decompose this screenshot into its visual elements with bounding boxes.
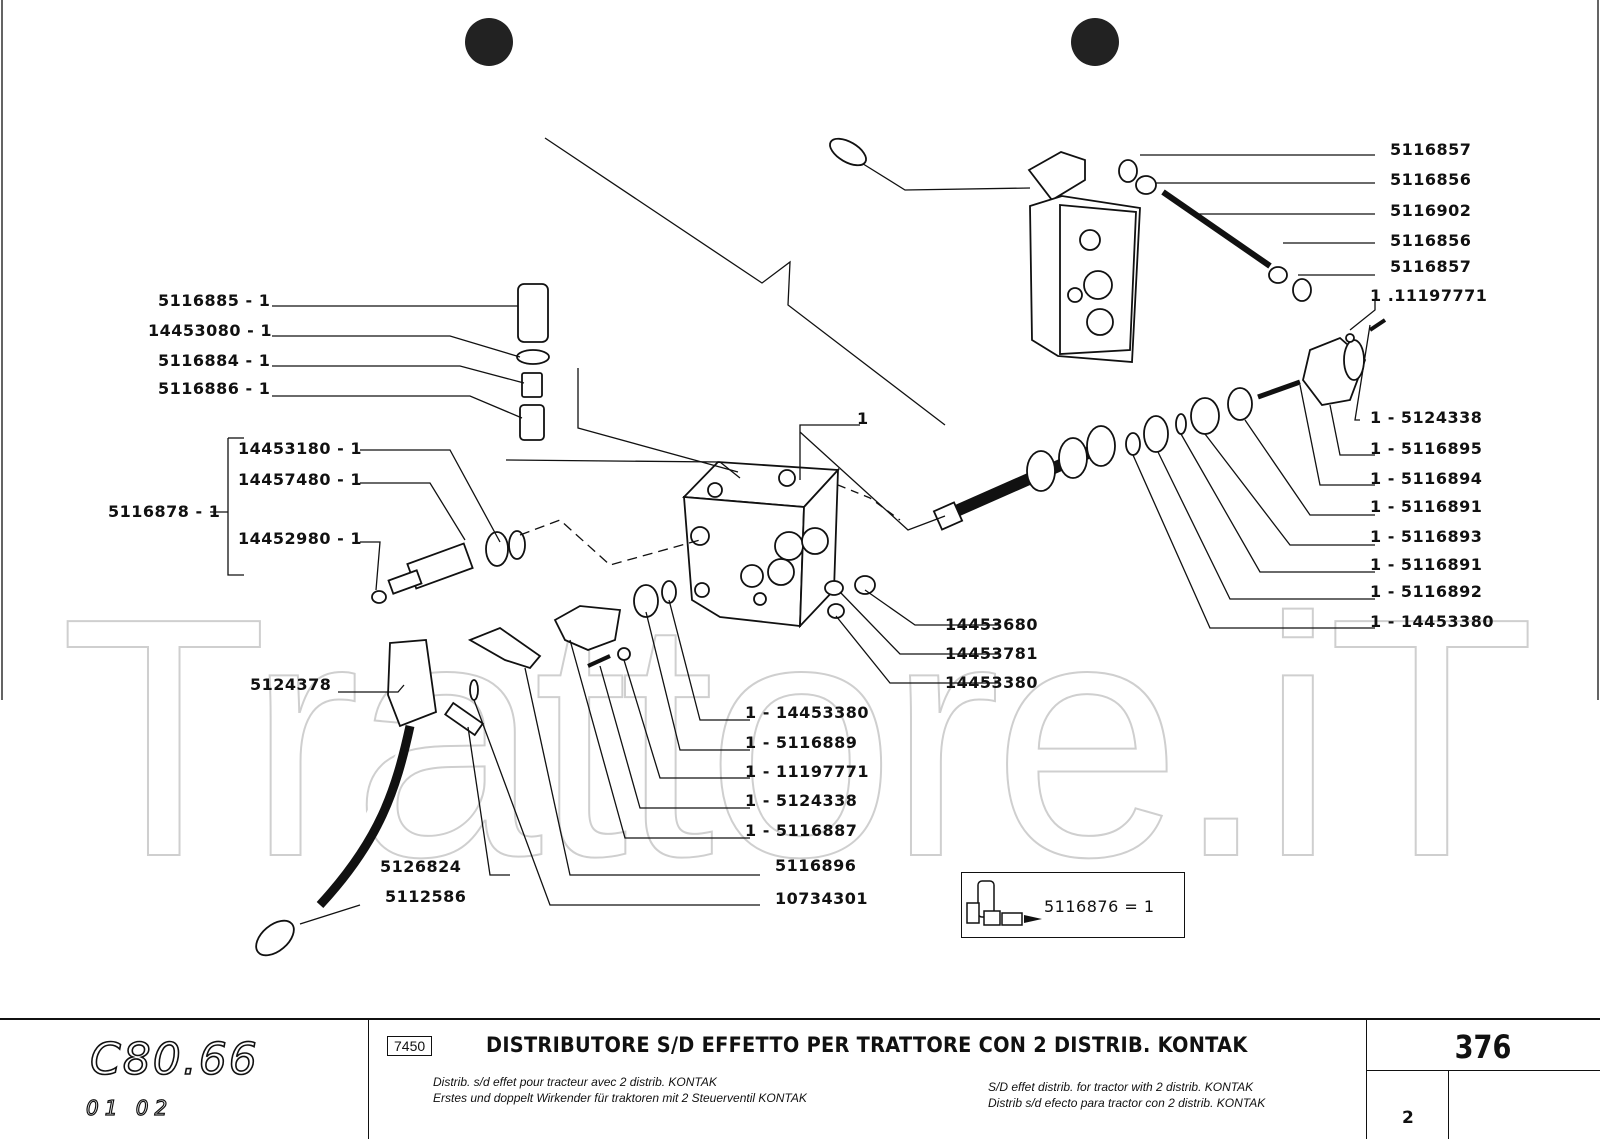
title-german: Erstes und doppelt Wirkender für traktor… (433, 1091, 807, 1105)
callout-tl-2: 5116884 - 1 (158, 351, 270, 370)
callout-center-top: 1 (857, 409, 869, 428)
callout-bm-3: 1 - 5124338 (745, 791, 857, 810)
hand-lever (255, 639, 437, 957)
callout-group-item-1: 14457480 - 1 (238, 470, 362, 489)
callout-bm-2: 1 - 11197771 (745, 762, 869, 781)
callout-tl-0: 5116885 - 1 (158, 291, 270, 310)
callout-bl-1: 5126824 (380, 857, 461, 876)
callout-bl-2: 5112586 (385, 887, 466, 906)
callout-r-1: 1 - 5116895 (1370, 439, 1482, 458)
kit-icon (966, 880, 1042, 926)
callout-bm-1: 1 - 5116889 (745, 733, 857, 752)
page-number-cell: 376 2 (1366, 1020, 1600, 1139)
title-english: S/D effet distrib. for tractor with 2 di… (988, 1080, 1254, 1094)
valve-body (682, 461, 840, 629)
title-italian: DISTRIBUTORE S/D EFFETTO PER TRATTORE CO… (486, 1033, 1248, 1057)
kit-label: 5116876 = 1 (1044, 897, 1155, 916)
callout-bm-5: 5116896 (775, 856, 856, 875)
model-cell: C80.66 01 02 (0, 1020, 369, 1139)
model-sub: 01 02 (85, 1095, 174, 1120)
callout-tr-3: 5116856 (1390, 231, 1471, 250)
sheet-number: 2 (1402, 1108, 1414, 1128)
binder-hole-left (465, 18, 513, 66)
number-vertical-divider (1448, 1070, 1449, 1139)
callout-group-item-2: 14452980 - 1 (238, 529, 362, 548)
callout-tr-2: 5116902 (1390, 201, 1471, 220)
binder-hole-right (1071, 18, 1119, 66)
callout-bm-6: 10734301 (775, 889, 868, 908)
callout-seal-1: 14453781 (945, 644, 1038, 663)
title-spanish: Distrib s/d efecto para tractor con 2 di… (988, 1096, 1266, 1110)
cut-line (544, 137, 946, 426)
leader-lines (210, 154, 1376, 925)
number-divider (1366, 1070, 1600, 1071)
callout-group-item-0: 14453180 - 1 (238, 439, 362, 458)
model-name: C80.66 (89, 1033, 259, 1086)
callout-tr-0: 5116857 (1390, 140, 1471, 159)
left-fitting (371, 530, 526, 604)
page-number: 376 (1454, 1028, 1512, 1066)
callout-labels: 5116857 5116856 5116902 5116856 5116857 … (108, 140, 1494, 908)
callout-bl-0: 5124378 (250, 675, 331, 694)
description-cell: 7450 DISTRIBUTORE S/D EFFETTO PER TRATTO… (368, 1020, 1367, 1139)
callout-r-5: 1 - 5116891 (1370, 555, 1482, 574)
callout-seal-2: 14453380 (945, 673, 1038, 692)
callout-r-7: 1 - 14453380 (1370, 612, 1494, 631)
callout-bm-4: 1 - 5116887 (745, 821, 857, 840)
repair-kit-box: 5116876 = 1 (961, 872, 1185, 938)
linkage-parts (443, 575, 876, 737)
callout-r-0: 1 - 5124338 (1370, 408, 1482, 427)
callout-tr-4: 5116857 (1390, 257, 1471, 276)
callout-tr-5: 1 .11197771 (1370, 286, 1487, 305)
callout-tr-1: 5116856 (1390, 170, 1471, 189)
callout-r-6: 1 - 5116892 (1370, 582, 1482, 601)
callout-bm-0: 1 - 14453380 (745, 703, 869, 722)
top-distributor (829, 137, 1141, 363)
check-valve-cartridge (516, 283, 550, 441)
callout-r-4: 1 - 5116893 (1370, 527, 1482, 546)
spool-assembly (932, 318, 1387, 531)
callout-r-3: 1 - 5116891 (1370, 497, 1482, 516)
callout-tl-1: 14453080 - 1 (148, 321, 272, 340)
group-code: 7450 (387, 1036, 433, 1056)
title-french: Distrib. s/d effet pour tracteur avec 2 … (433, 1075, 717, 1089)
callout-tl-3: 5116886 - 1 (158, 379, 270, 398)
callout-r-2: 1 - 5116894 (1370, 469, 1482, 488)
callout-seal-0: 14453680 (945, 615, 1038, 634)
title-block: C80.66 01 02 7450 DISTRIBUTORE S/D EFFET… (0, 1018, 1600, 1139)
tie-rod (1118, 159, 1312, 302)
callout-group: 5116878 - 1 (108, 502, 220, 521)
